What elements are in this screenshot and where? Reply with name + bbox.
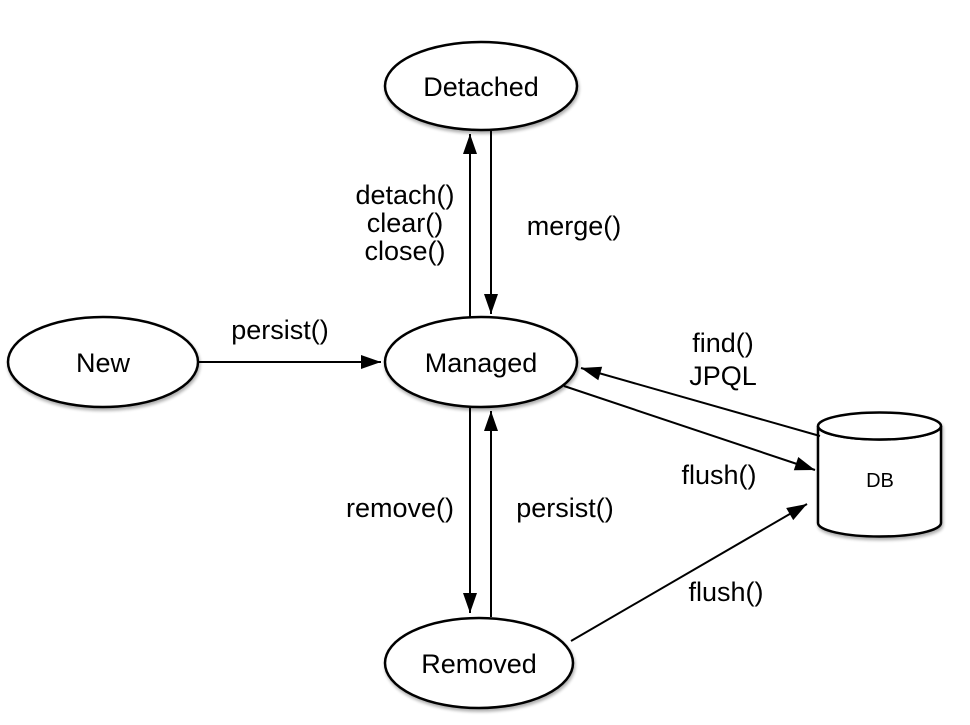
edge-label-flush-managed: flush() — [681, 460, 757, 490]
edge-label-flush-removed: flush() — [688, 577, 764, 607]
edge-label-find-jpql: find() JPQL — [689, 327, 757, 393]
node-label-db: DB — [866, 470, 894, 492]
edge-label-clear-line: clear() — [366, 208, 444, 238]
db-cylinder — [816, 411, 943, 538]
node-label-managed: Managed — [424, 348, 538, 378]
edge-label-persist-removed: persist() — [516, 493, 614, 523]
node-label-removed: Removed — [421, 649, 537, 679]
edge-label-remove: remove() — [345, 493, 455, 523]
edge-label-jpql-line: JPQL — [689, 361, 757, 391]
node-label-new: New — [75, 348, 131, 378]
edge-label-merge: merge() — [526, 211, 622, 241]
edge-label-find-line: find() — [692, 328, 754, 358]
edge-managed-to-db — [563, 385, 816, 471]
node-label-detached: Detached — [423, 72, 539, 102]
edge-removed-to-db — [570, 503, 808, 642]
edge-label-detach-line: detach() — [355, 180, 455, 210]
db-cylinder-top — [816, 411, 943, 441]
state-node-managed — [383, 315, 579, 409]
state-node-detached — [383, 40, 579, 132]
state-node-removed — [383, 616, 575, 710]
edge-label-detach-clear-close: detach() clear() close() — [355, 181, 454, 265]
edge-db-to-managed — [580, 366, 821, 437]
edge-label-close-line: close() — [364, 236, 446, 266]
state-node-new — [6, 315, 200, 409]
edge-label-persist-new: persist() — [231, 315, 329, 345]
